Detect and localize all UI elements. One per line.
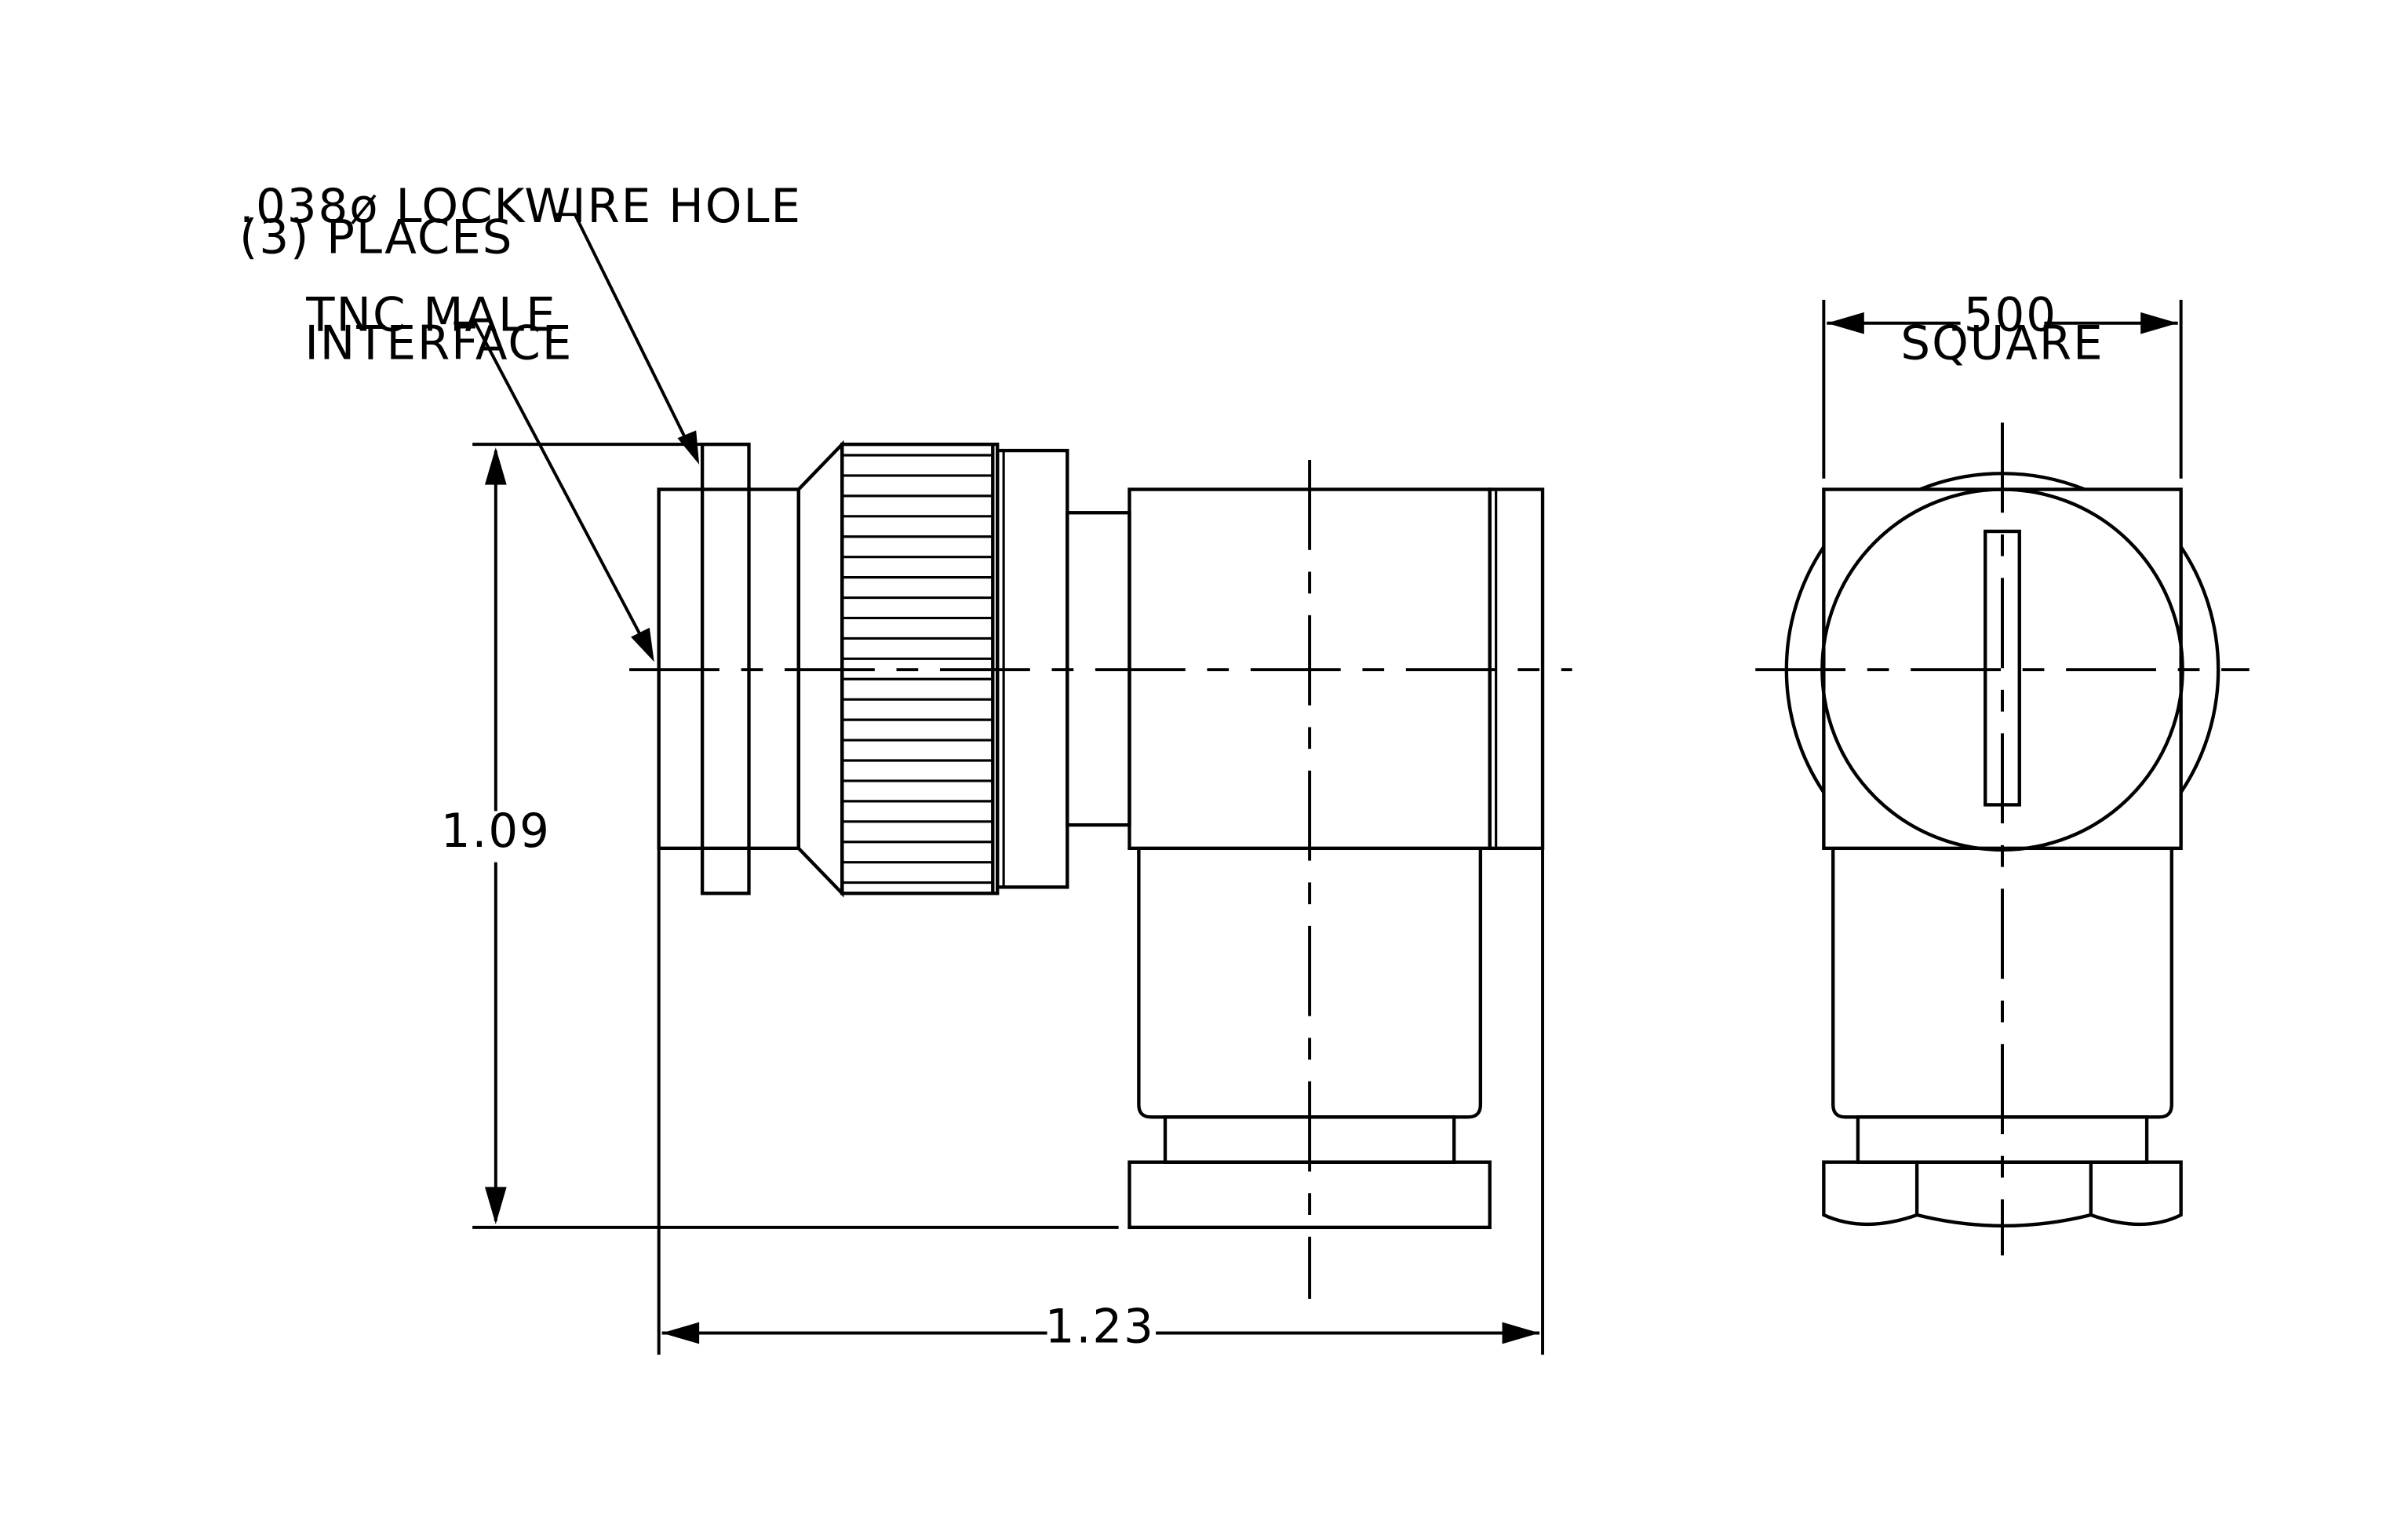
- length-dimension: 1.23: [657, 848, 1545, 1355]
- tnc-note-line2: INTERFACE: [304, 316, 573, 370]
- length-dimension-label: 1.23: [1045, 1300, 1155, 1354]
- width-dimension-note: SQUARE: [1900, 316, 2104, 370]
- height-dimension-label: 1.09: [441, 804, 551, 859]
- lockwire-note-line2: (3) PLACES: [239, 211, 513, 265]
- width-dimension-value: .500: [1947, 289, 2057, 343]
- width-dimension: .500 SQUARE: [1822, 289, 2183, 479]
- side-view: [629, 440, 1572, 1299]
- knurl-lines: [842, 454, 993, 885]
- lockwire-note-line1: .038ø LOCKWIRE HOLE: [239, 180, 802, 234]
- outer-nut-arc-right: [2179, 545, 2220, 793]
- lockwire-callout: .038ø LOCKWIRE HOLE (3) PLACES: [239, 180, 802, 465]
- hex-nut: [1822, 1160, 2183, 1228]
- tnc-callout: TNC MALE INTERFACE: [304, 289, 654, 662]
- tnc-note-line1: TNC MALE: [305, 289, 556, 343]
- end-view: [1755, 422, 2250, 1256]
- height-dimension: 1.09: [441, 443, 1119, 1229]
